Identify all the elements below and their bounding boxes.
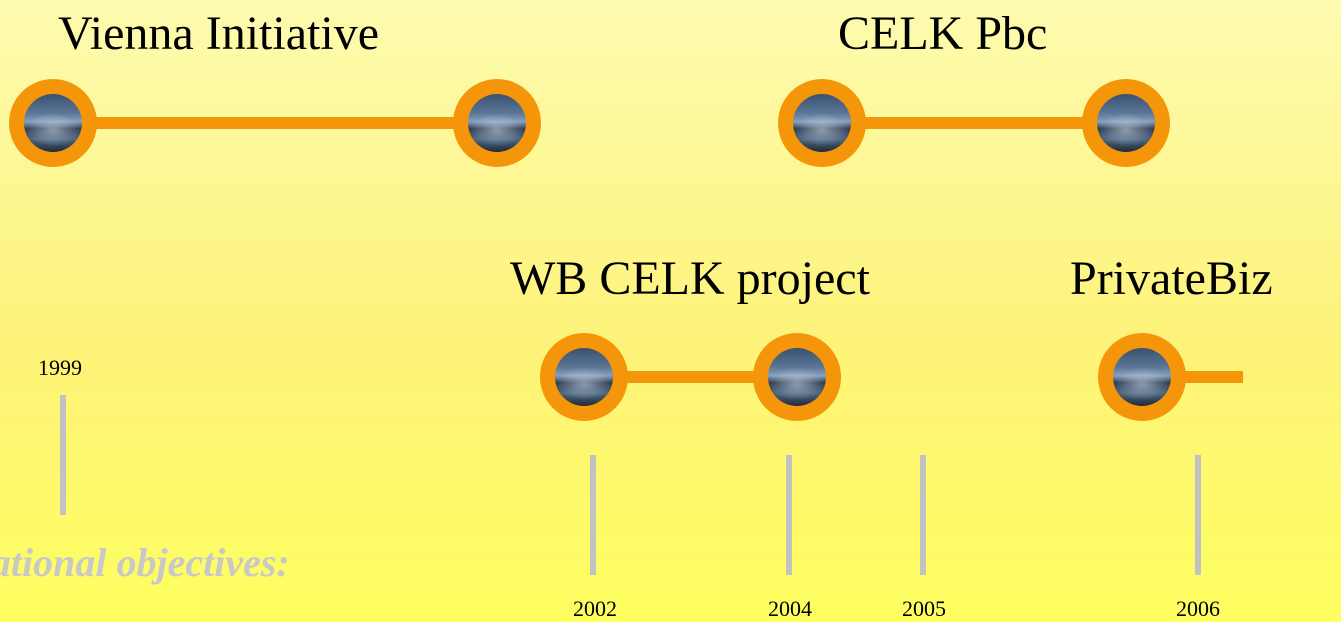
milestone-node-icon [778,79,866,167]
milestone-node-icon [453,79,541,167]
year-label-1999: 1999 [38,355,82,380]
timeline-bar-privatebiz [1180,371,1243,383]
phase-label-privatebiz: PrivateBiz [1070,252,1273,305]
phase-label-wb-celk-project: WB CELK project [510,252,870,305]
lake-photo-icon [468,94,526,152]
timeline-bar-celk-pbc [860,117,1100,129]
lake-photo-icon [793,94,851,152]
timeline-bar-wb-celk-project [625,371,775,383]
year-label-2002: 2002 [573,596,617,621]
milestone-node-icon [753,333,841,421]
year-label-2006: 2006 [1176,596,1220,621]
lake-photo-icon [555,348,613,406]
lake-photo-icon [1113,348,1171,406]
lake-photo-icon [1097,94,1155,152]
year-label-2004: 2004 [768,596,812,621]
milestone-node-icon [1098,333,1186,421]
milestone-node-icon [1082,79,1170,167]
year-tick-2006 [1195,455,1201,575]
year-label-2005: 2005 [902,596,946,621]
milestone-node-icon [540,333,628,421]
milestone-node-icon [9,79,97,167]
year-tick-2002 [590,455,596,575]
timeline-bar-vienna-initiative [90,117,470,129]
phase-label-celk-pbc: CELK Pbc [838,7,1048,60]
lake-photo-icon [24,94,82,152]
year-tick-2004 [786,455,792,575]
year-tick-1999 [60,395,66,515]
objectives-heading: nisational objectives: [0,540,290,585]
lake-photo-icon [768,348,826,406]
year-tick-2005 [920,455,926,575]
phase-label-vienna-initiative: Vienna Initiative [58,7,379,60]
